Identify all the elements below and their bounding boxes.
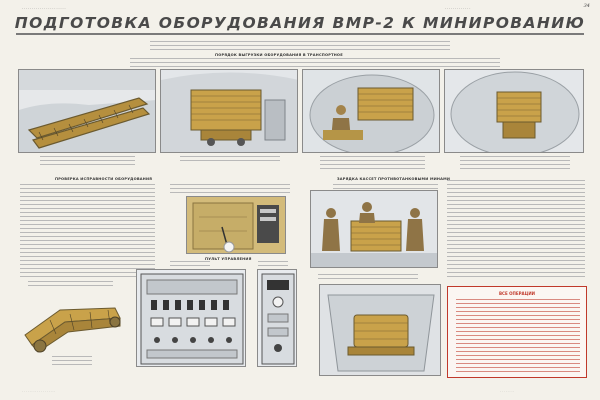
loading-photo bbox=[310, 190, 438, 268]
footer-right: · · · · · · · · bbox=[500, 389, 515, 393]
section-header-checking: ПРОВЕРКА ИСПРАВНОСТИ ОБОРУДОВАНИЯ bbox=[55, 177, 153, 181]
caption-panel-2 bbox=[180, 156, 280, 161]
caption-panel-4 bbox=[460, 156, 570, 169]
control-unit-faceplate bbox=[140, 273, 244, 365]
hull-interior-illustration bbox=[445, 70, 583, 152]
chute-mechanism-illustration bbox=[24, 307, 121, 353]
control-panel-caption-top bbox=[170, 184, 290, 193]
control-unit-drawing bbox=[136, 269, 246, 367]
remote-unit-drawing bbox=[257, 269, 297, 367]
footer-left: · · · · · · · · · · · · · · · · · · bbox=[22, 389, 56, 393]
photo-panel-4 bbox=[444, 69, 584, 153]
safety-notice-text bbox=[456, 299, 580, 373]
title-underline bbox=[16, 33, 584, 35]
equipment-caption bbox=[28, 281, 113, 286]
photo-panel-2 bbox=[160, 69, 298, 153]
interior-cassette-illustration bbox=[320, 285, 440, 375]
caption-panel-3 bbox=[320, 156, 425, 169]
caption-panel-1 bbox=[40, 156, 135, 165]
safety-notice-title: ВСЕ ОПЕРАЦИИ bbox=[498, 291, 536, 296]
loading-photo-caption bbox=[318, 274, 418, 279]
upper-instructions-text bbox=[130, 58, 500, 67]
interior-photo bbox=[319, 284, 441, 376]
section-header-loading: ЗАРЯДКА КАССЕТ ПРОТИВОТАНКОВЫМИ МИНАМИ bbox=[337, 177, 451, 181]
poster-title: ПОДГОТОВКА ОБОРУДОВАНИЯ ВМР-2 К МИНИРОВА… bbox=[14, 14, 586, 32]
intro-text bbox=[150, 41, 450, 50]
top-left-fineprint: · · · · · · · · · · · · · · · · · · · · … bbox=[22, 7, 66, 11]
top-right-fineprint: · · · · · · · · · · · · · bbox=[445, 7, 471, 11]
section-header-upper: ПОРЯДОК ВЫГРУЗКИ ОБОРУДОВАНИЯ В ТРАНСПОР… bbox=[215, 53, 343, 57]
photo-panel-3 bbox=[302, 69, 440, 153]
remote-unit-label bbox=[258, 261, 288, 266]
control-panel-illustration bbox=[187, 197, 285, 253]
cassette-unit-illustration bbox=[161, 70, 297, 152]
remote-unit-faceplate bbox=[261, 273, 295, 365]
safety-notice: ВСЕ ОПЕРАЦИИ bbox=[447, 286, 587, 378]
photo-panel-1 bbox=[18, 69, 156, 153]
right-column-text bbox=[447, 180, 585, 280]
control-panel-label: ПУЛЬТ УПРАВЛЕНИЯ bbox=[205, 257, 252, 261]
equipment-legend bbox=[52, 356, 92, 365]
rails-illustration bbox=[19, 70, 155, 152]
soldiers-loading-mines-illustration bbox=[311, 191, 437, 267]
control-unit-label bbox=[170, 261, 210, 266]
loading-subheader bbox=[333, 184, 438, 189]
soldier-in-transport-illustration bbox=[303, 70, 439, 152]
checking-instructions-text bbox=[20, 184, 155, 279]
page-number: 34 bbox=[583, 3, 590, 9]
control-panel-photo bbox=[186, 196, 286, 254]
